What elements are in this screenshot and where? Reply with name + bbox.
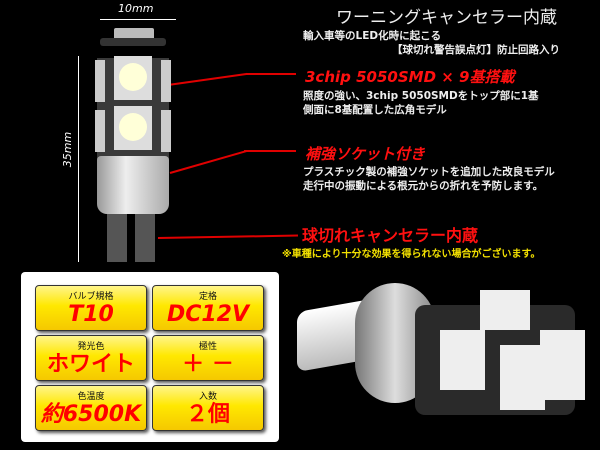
- spec-label: バルブ規格: [68, 292, 114, 302]
- feature-1-desc-2: 側面に8基配置した広角モデル: [303, 104, 447, 116]
- feature-3-title: 球切れキャンセラー内蔵: [302, 226, 479, 245]
- header-line-2: 【球切れ警告誤点灯】防止回路入り: [392, 44, 560, 56]
- spec-value: 約6500K: [40, 402, 142, 427]
- spec-label: 発光色: [77, 342, 105, 352]
- spec-value: ホワイト: [46, 352, 135, 377]
- width-arrow: [100, 19, 176, 20]
- height-label: 35mm: [61, 131, 75, 168]
- width-label: 10mm: [118, 2, 154, 15]
- feature-2-title: 補強ソケット付き: [305, 145, 426, 163]
- spec-color: 発光色ホワイト: [35, 335, 147, 381]
- spec-color-temp: 色温度約6500K: [35, 385, 147, 431]
- feature-2-desc-2: 走行中の振動による根元からの折れを予防します。: [303, 180, 544, 192]
- spec-label: 入数: [198, 392, 217, 402]
- feature-2-desc-1: プラスチック製の補強ソケットを追加した改良モデル: [303, 166, 555, 178]
- header-line-1: 輸入車等のLED化時に起こる: [303, 30, 442, 42]
- spec-value: DC12V: [166, 302, 250, 327]
- spec-label: 色温度: [77, 392, 105, 402]
- feature-1-desc-1: 照度の強い、3chip 5050SMDをトップ部に1基: [303, 90, 539, 102]
- spec-polarity: 極性＋ －: [152, 335, 264, 381]
- leader-line-3: [157, 234, 298, 239]
- height-arrow: [78, 56, 79, 262]
- leader-line-1b: [246, 73, 296, 75]
- bulb-diagram: [95, 28, 171, 263]
- leader-line-2b: [244, 150, 296, 152]
- spec-label: 定格: [198, 292, 217, 302]
- feature-1-title: 3chip 5050SMD × 9基搭載: [305, 68, 515, 86]
- spec-value: ２個: [185, 402, 230, 427]
- product-photo: [295, 275, 595, 440]
- spec-value: T10: [68, 302, 114, 327]
- leader-line-1: [167, 72, 248, 86]
- header-title: ワーニングキャンセラー内蔵: [336, 8, 557, 28]
- spec-label: 極性: [198, 342, 217, 352]
- spec-value: ＋ －: [182, 352, 234, 377]
- feature-3-warning: ※車種により十分な効果を得られない場合がございます。: [282, 249, 541, 260]
- leader-line-2: [169, 149, 248, 174]
